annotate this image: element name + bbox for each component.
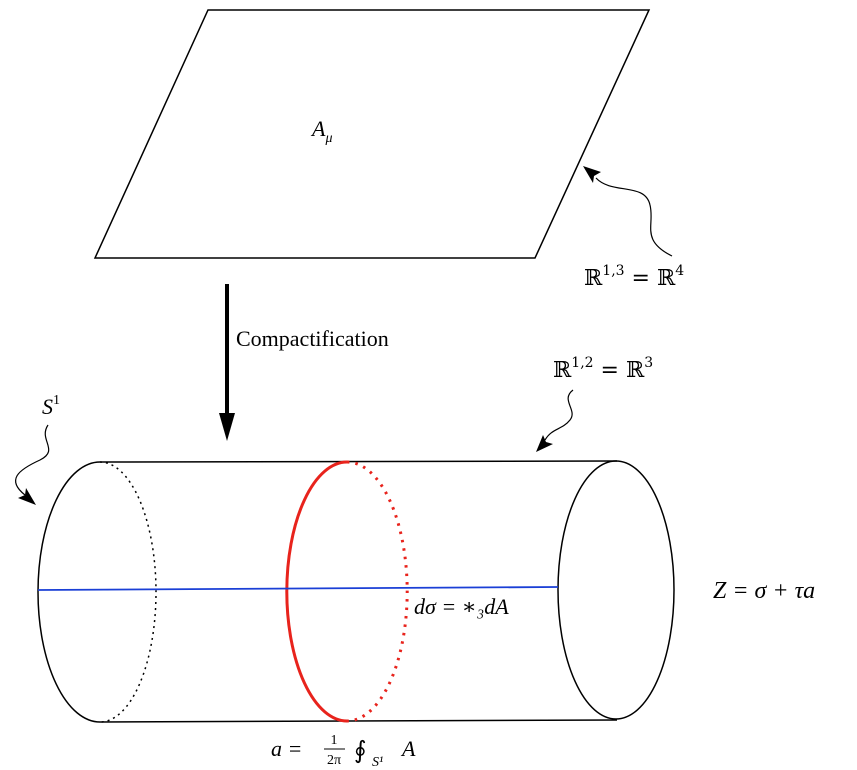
cylinder-right-end — [557, 460, 675, 720]
cylinder-pointer-squiggle — [544, 389, 574, 441]
svg-text:S¹: S¹ — [372, 755, 383, 770]
plane-pointer-squiggle — [595, 177, 673, 257]
cylinder-left-front — [37, 461, 101, 723]
cylinder-left-back — [99, 461, 157, 723]
svg-text:2π: 2π — [327, 753, 341, 768]
circle-pointer-squiggle — [15, 424, 50, 496]
svg-text:1: 1 — [331, 733, 338, 748]
field-label: Aμ — [310, 116, 332, 146]
blue-line-label: dσ = ∗₃dA — [414, 594, 509, 619]
compactification-arrowhead — [219, 413, 235, 441]
spacetime-label: ℝ1,3 = ℝ4 — [584, 263, 684, 291]
cylinder-top-edge — [99, 460, 618, 463]
circle-pointer-arrowhead — [18, 488, 36, 505]
svg-text:a =: a = — [271, 736, 302, 761]
compactification-label: Compactification — [236, 326, 389, 351]
cylinder-bottom-edge — [99, 719, 618, 723]
blue-dual-photon-line — [37, 586, 559, 591]
svg-text:A: A — [400, 736, 416, 761]
spacetime-plane — [93, 9, 651, 259]
plane-pointer-arrowhead — [583, 166, 601, 183]
svg-text:∮: ∮ — [354, 738, 367, 764]
red-circle-label: a = 1 2π ∮ S¹ A — [271, 733, 416, 770]
reduced-space-label: ℝ1,2 = ℝ3 — [553, 355, 653, 383]
cylinder-pointer-arrowhead — [536, 435, 553, 452]
red-circle-front — [285, 460, 348, 723]
complex-coordinate-label: Z = σ + τa — [713, 578, 815, 604]
red-circle-back — [346, 460, 409, 723]
circle-label: S1 — [42, 393, 60, 419]
